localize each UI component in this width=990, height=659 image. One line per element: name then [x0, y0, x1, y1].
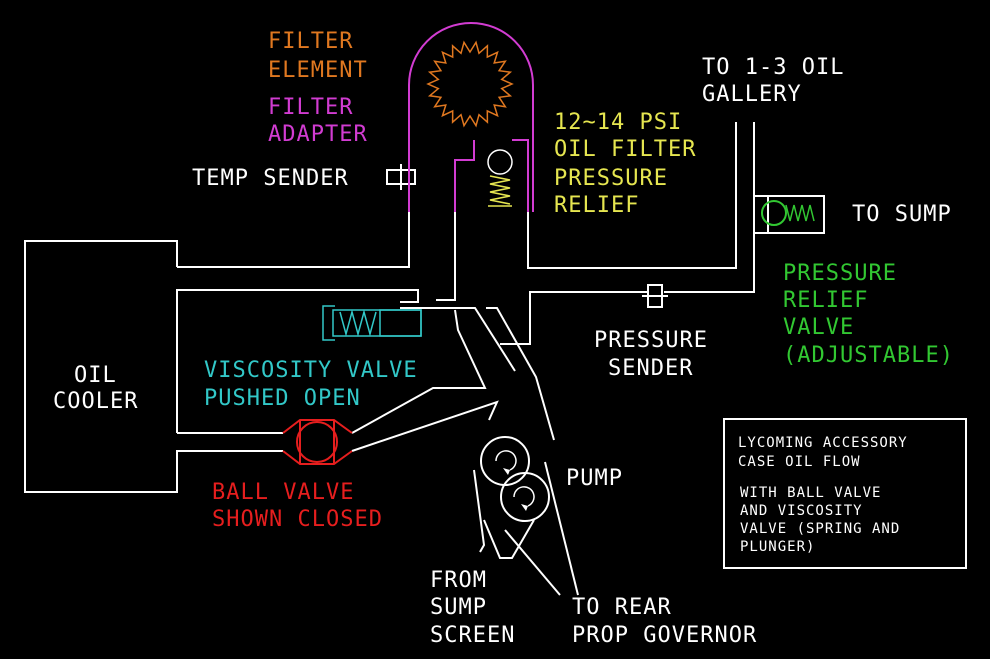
label-pressure-relief-2: RELIEF — [783, 288, 868, 313]
label-to-gallery-2: GALLERY — [702, 82, 802, 107]
label-filter-element-2: ELEMENT — [268, 58, 368, 83]
pump-body-right — [544, 461, 579, 596]
label-oil-cooler-1: OIL — [74, 363, 117, 388]
label-filter-adapter-1: FILTER — [268, 95, 353, 120]
filter-adapter-shape — [408, 22, 534, 212]
pipe-viscosity-to-pump — [400, 307, 516, 372]
piping — [24, 122, 768, 596]
label-pump: PUMP — [566, 466, 623, 491]
label-from-sump-2: SUMP — [430, 595, 487, 620]
label-oil-filter-relief-2: OIL FILTER — [554, 137, 696, 162]
pressure-relief-valve-icon — [761, 195, 825, 234]
pipe-viscosity-to-pump-2 — [486, 307, 555, 441]
legend-body-2: AND VISCOSITY — [740, 503, 863, 519]
label-viscosity-valve-1: VISCOSITY VALVE — [204, 358, 418, 383]
label-pressure-sender-2: SENDER — [608, 356, 693, 381]
pump-body-left — [473, 469, 486, 553]
plunger-valve-icon — [322, 305, 422, 341]
pressure-sender-icon — [642, 284, 668, 308]
label-filter-element-1: FILTER — [268, 29, 353, 54]
ball-check-valve-icon — [282, 419, 353, 465]
label-pressure-relief-4: (ADJUSTABLE) — [783, 343, 954, 368]
label-from-sump-3: SCREEN — [430, 623, 515, 648]
label-ball-valve-1: BALL VALVE — [212, 480, 354, 505]
pipe-from-sump — [483, 519, 535, 559]
label-to-prop-2: PROP GOVERNOR — [572, 623, 757, 648]
pipe-ball-to-pump-lower — [351, 400, 499, 452]
legend-title-1: LYCOMING ACCESSORY — [738, 435, 908, 451]
oil-cooler-outline — [24, 240, 283, 493]
starburst-filter-icon — [426, 40, 514, 128]
pipe-adapter-inner — [436, 212, 456, 301]
pipe-pressure-main-2 — [664, 232, 768, 293]
temp-sender-icon — [386, 164, 416, 190]
legend-title-2: CASE OIL FLOW — [738, 454, 861, 470]
pipe-adapter-left-outlet — [177, 212, 410, 268]
pipe-cooler-inlet — [176, 289, 419, 433]
label-pressure-relief-3: VALVE — [783, 315, 854, 340]
label-to-gallery-1: TO 1-3 OIL — [702, 55, 844, 80]
pipe-from-sump-2 — [504, 529, 561, 596]
label-temp-sender: TEMP SENDER — [192, 166, 349, 191]
pipe-pressure-main — [500, 291, 648, 345]
legend-body-1: WITH BALL VALVE — [740, 485, 881, 501]
gear-pump-icon — [480, 436, 550, 522]
label-oil-filter-relief-3: PRESSURE — [554, 166, 668, 191]
labels: FILTER ELEMENT FILTER ADAPTER TEMP SENDE… — [53, 29, 954, 648]
spring-ball-valve-icon — [487, 149, 513, 207]
label-oil-filter-relief-1: 12~14 PSI — [554, 110, 682, 135]
pipe-ball-to-pump-upper — [351, 309, 487, 434]
label-ball-valve-2: SHOWN CLOSED — [212, 507, 383, 532]
label-to-sump: TO SUMP — [852, 202, 952, 227]
label-oil-filter-relief-4: RELIEF — [554, 193, 639, 218]
legend-body-4: PLUNGER) — [740, 539, 815, 555]
pipe-filter-outlet — [527, 122, 737, 269]
label-pressure-relief-1: PRESSURE — [783, 261, 897, 286]
label-oil-cooler-2: COOLER — [53, 389, 138, 414]
label-pressure-sender-1: PRESSURE — [594, 328, 708, 353]
label-to-prop-1: TO REAR — [572, 595, 672, 620]
label-viscosity-valve-2: PUSHED OPEN — [204, 386, 361, 411]
label-filter-adapter-2: ADAPTER — [268, 122, 368, 147]
legend-box — [723, 418, 967, 569]
label-from-sump-1: FROM — [430, 568, 487, 593]
legend-body-3: VALVE (SPRING AND — [740, 521, 900, 537]
